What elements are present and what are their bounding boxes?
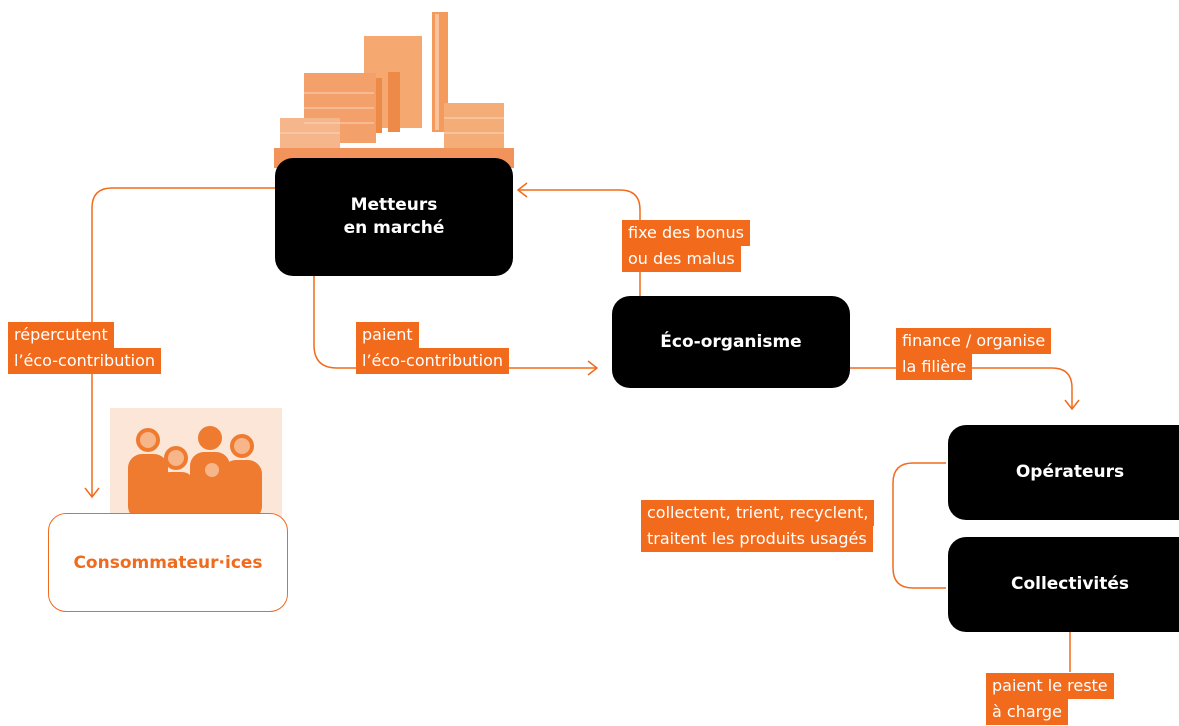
node-collectivites: Collectivités bbox=[948, 537, 1179, 632]
label-fixe: fixe des bonus ou des malus bbox=[622, 220, 750, 272]
node-operateurs: Opérateurs bbox=[948, 425, 1179, 520]
label-repercutent-line-1: répercutent bbox=[8, 322, 114, 348]
arrow-head-eco bbox=[587, 360, 599, 376]
node-consommateurs-label: Consommateur·ices bbox=[73, 552, 263, 573]
arrow-head-operateurs bbox=[1064, 399, 1080, 411]
node-operateurs-label: Opérateurs bbox=[1015, 462, 1125, 483]
connector-fixe bbox=[518, 189, 641, 296]
node-metteurs-line-2: en marché bbox=[343, 218, 445, 238]
label-collectent-line-2: traitent les produits usagés bbox=[641, 526, 873, 552]
label-collectent-line-1: collectent, trient, recyclent, bbox=[641, 500, 875, 526]
label-collectent: collectent, trient, recyclent, traitent … bbox=[641, 500, 875, 552]
label-repercutent-line-2: l’éco-contribution bbox=[8, 348, 161, 374]
label-fixe-line-1: fixe des bonus bbox=[622, 220, 750, 246]
node-eco-organisme: Éco-organisme bbox=[612, 296, 850, 388]
arrow-head-consommateurs bbox=[84, 487, 100, 499]
label-repercutent: répercutent l’éco-contribution bbox=[8, 322, 161, 374]
node-collectivites-label: Collectivités bbox=[1010, 574, 1130, 595]
label-paient-line-1: paient bbox=[356, 322, 419, 348]
label-paient-line-2: l’éco-contribution bbox=[356, 348, 509, 374]
node-consommateurs: Consommateur·ices bbox=[48, 513, 288, 612]
label-finance-line-1: finance / organise bbox=[896, 328, 1052, 354]
label-reste: paient le reste à charge bbox=[986, 673, 1114, 725]
label-reste-line-1: paient le reste bbox=[986, 673, 1114, 699]
node-metteurs-line-1: Metteurs bbox=[350, 195, 438, 216]
node-metteurs-en-marche: Metteurs en marché bbox=[275, 158, 513, 276]
factory-icon bbox=[274, 8, 514, 168]
connector-paient bbox=[313, 276, 596, 369]
people-group-icon bbox=[110, 408, 282, 520]
label-finance: finance / organise la filière bbox=[896, 328, 1052, 380]
node-eco-label: Éco-organisme bbox=[660, 331, 802, 352]
arrow-head-metteurs bbox=[516, 182, 528, 198]
label-paient: paient l’éco-contribution bbox=[356, 322, 509, 374]
label-fixe-line-2: ou des malus bbox=[622, 246, 741, 272]
label-finance-line-2: la filière bbox=[896, 354, 973, 380]
label-reste-line-2: à charge bbox=[986, 699, 1068, 725]
connector-metteurs-consommateurs bbox=[91, 187, 275, 496]
connector-bracket bbox=[892, 462, 946, 589]
connector-finance bbox=[850, 367, 1073, 408]
